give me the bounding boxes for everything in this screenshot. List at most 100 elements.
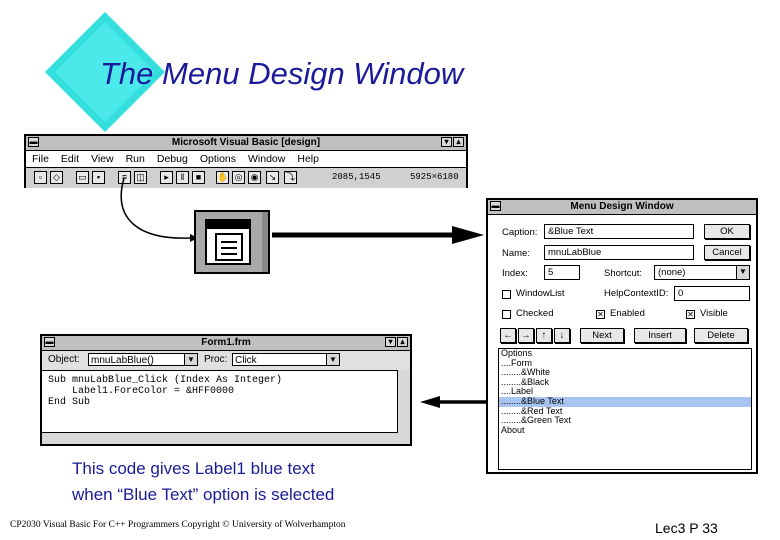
properties-icon[interactable]: ◫ (134, 171, 147, 184)
proc-value: Click (235, 355, 257, 366)
shortcut-value: (none) (658, 267, 686, 278)
code-line: Label1.ForeColor = &HFF0000 (48, 386, 235, 397)
list-item[interactable]: ........&Green Text (501, 415, 571, 426)
vb-toolbar: ▫ ◇ ▭ ▪ ≡ ◫ ▸ ‖ ■ ✋ ◎ ◉ ↘ ⤵ 2085,1545 59… (26, 168, 466, 188)
dropdown-arrow-icon[interactable]: ▼ (736, 266, 749, 279)
code-line: Sub mnuLabBlue_Click (Index As Integer) (48, 375, 283, 386)
helpcontext-input[interactable]: 0 (674, 286, 750, 301)
shortcut-label: Shortcut: (604, 268, 643, 279)
maximize-icon[interactable]: ▴ (453, 137, 464, 147)
vb-titlebar: ▬ Microsoft Visual Basic [design] ▾ ▴ (26, 136, 466, 151)
break-icon[interactable]: ‖ (176, 171, 189, 184)
menu-items-list[interactable]: Options ....Form ........&White ........… (498, 348, 752, 470)
instant-watch-icon[interactable]: ◎ (232, 171, 245, 184)
run-icon[interactable]: ▸ (160, 171, 173, 184)
new-module-icon[interactable]: ◇ (50, 171, 63, 184)
menu-file[interactable]: File (32, 153, 49, 165)
cancel-button[interactable]: Cancel (704, 245, 750, 260)
menu-design-dialog: ▬ Menu Design Window Caption: &Blue Text… (486, 198, 758, 474)
code-selectors: Object: mnuLabBlue() ▼ Proc: Click ▼ (42, 351, 410, 371)
menu-editor-icon (205, 212, 268, 272)
slide-footer: CP2030 Visual Basic For C++ Programmers … (10, 520, 346, 530)
slide-title: The Menu Design Window (100, 56, 464, 91)
list-item[interactable]: ....Form (501, 357, 532, 368)
name-input[interactable]: mnuLabBlue (544, 245, 694, 260)
name-label: Name: (502, 248, 530, 259)
caption-label: Caption: (502, 227, 538, 238)
save-project-icon[interactable]: ▪ (92, 171, 105, 184)
code-titlebar: ▬ Form1.frm ▾ ▴ (42, 336, 410, 351)
next-button[interactable]: Next (580, 328, 624, 343)
list-item[interactable]: Options (501, 348, 533, 358)
caption-line: This code gives Label1 blue text (72, 459, 315, 478)
menu-help[interactable]: Help (297, 153, 319, 165)
new-form-icon[interactable]: ▫ (34, 171, 47, 184)
enabled-label: Enabled (610, 308, 645, 319)
dropdown-arrow-icon[interactable]: ▼ (326, 354, 339, 365)
menu-window[interactable]: Window (248, 153, 286, 165)
object-label: Object: (48, 354, 80, 365)
enabled-checkbox[interactable]: ✕ (596, 310, 605, 319)
calls-icon[interactable]: ◉ (248, 171, 261, 184)
list-item[interactable]: ........&White (501, 367, 551, 378)
proc-label: Proc: (204, 354, 228, 365)
move-up-arrow-button[interactable]: ↑ (536, 328, 552, 343)
code-window-title: Form1.frm (201, 337, 251, 348)
vb-title: Microsoft Visual Basic [design] (171, 137, 321, 148)
caption-input[interactable]: &Blue Text (544, 224, 694, 239)
vb-main-window: ▬ Microsoft Visual Basic [design] ▾ ▴ Fi… (24, 134, 468, 188)
system-menu-icon[interactable]: ▬ (490, 201, 501, 211)
menu-options[interactable]: Options (199, 153, 236, 165)
menu-edit[interactable]: Edit (60, 153, 80, 165)
ok-button[interactable]: OK (704, 224, 750, 239)
system-menu-icon[interactable]: ▬ (28, 137, 39, 147)
caption-line: when “Blue Text” option is selected (72, 485, 335, 504)
outdent-arrow-button[interactable]: ← (500, 328, 516, 343)
checked-checkbox[interactable] (502, 310, 511, 319)
step-over-icon[interactable]: ⤵ (284, 171, 297, 184)
delete-button[interactable]: Delete (694, 328, 748, 343)
vb-menubar: File Edit View Run Debug Options Window … (26, 151, 466, 168)
horizontal-scrollbar[interactable] (42, 432, 398, 444)
menu-editor-button[interactable] (194, 210, 270, 274)
code-editor[interactable]: Sub mnuLabBlue_Click (Index As Integer) … (42, 371, 410, 412)
menu-design-icon[interactable]: ≡ (118, 171, 131, 184)
code-window: ▬ Form1.frm ▾ ▴ Object: mnuLabBlue() ▼ P… (40, 334, 412, 446)
vertical-scrollbar[interactable] (397, 370, 410, 444)
helpcontext-label: HelpContextID: (604, 288, 669, 299)
object-value: mnuLabBlue() (91, 355, 154, 366)
checked-label: Checked (516, 308, 554, 319)
menu-view[interactable]: View (91, 153, 114, 165)
minimize-icon[interactable]: ▾ (441, 137, 452, 147)
menu-run[interactable]: Run (125, 153, 145, 165)
slide-number: Lec3 P 33 (655, 520, 718, 536)
system-menu-icon[interactable]: ▬ (44, 337, 55, 347)
visible-checkbox[interactable]: ✕ (686, 310, 695, 319)
list-item[interactable]: About (501, 424, 525, 435)
stop-icon[interactable]: ■ (192, 171, 205, 184)
list-item-selected[interactable]: ........&Blue Text (499, 396, 751, 407)
minimize-icon[interactable]: ▾ (385, 337, 396, 347)
move-down-arrow-button[interactable]: ↓ (554, 328, 570, 343)
dropdown-arrow-icon[interactable]: ▼ (184, 354, 197, 365)
insert-button[interactable]: Insert (634, 328, 686, 343)
open-project-icon[interactable]: ▭ (76, 171, 89, 184)
menu-design-titlebar: ▬ Menu Design Window (488, 200, 756, 215)
maximize-icon[interactable]: ▴ (397, 337, 408, 347)
code-line: End Sub (48, 397, 91, 408)
visible-label: Visible (700, 308, 728, 319)
list-item[interactable]: ........&Red Text (501, 405, 563, 416)
indent-arrow-button[interactable]: → (518, 328, 534, 343)
proc-dropdown[interactable]: Click ▼ (232, 353, 340, 366)
list-item[interactable]: ....Label (501, 386, 534, 397)
breakpoint-icon[interactable]: ✋ (216, 171, 229, 184)
slide-caption: This code gives Label1 blue text when “B… (72, 456, 334, 508)
step-into-icon[interactable]: ↘ (266, 171, 279, 184)
menu-debug[interactable]: Debug (156, 153, 188, 165)
object-dropdown[interactable]: mnuLabBlue() ▼ (88, 353, 198, 366)
index-input[interactable]: 5 (544, 265, 580, 280)
list-item[interactable]: ........&Black (501, 376, 550, 387)
size-readout: 5925×6180 (410, 172, 459, 182)
shortcut-dropdown[interactable]: (none) ▼ (654, 265, 750, 280)
windowlist-checkbox[interactable] (502, 290, 511, 299)
